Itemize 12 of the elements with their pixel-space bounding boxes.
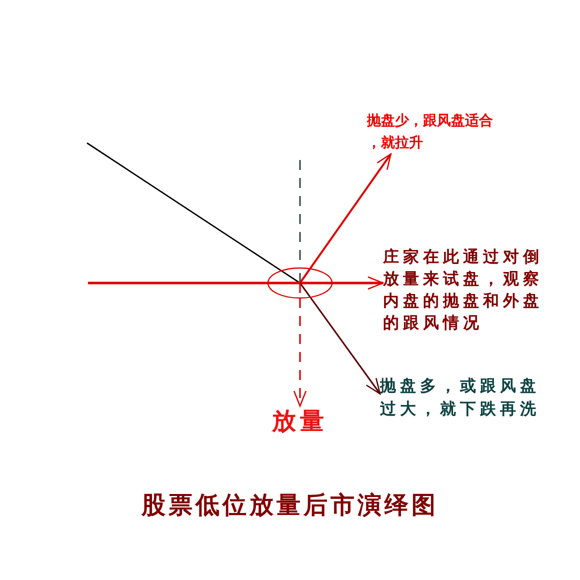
annotation-text: 抛盘多，或跟风盘过大，就下跌再洗 <box>380 375 541 420</box>
annotation-text: 庄家在此通过对倒放量来试盘，观察内盘的抛盘和外盘的跟风情况 <box>383 246 544 334</box>
arrow <box>310 296 381 394</box>
ellipse-marker <box>267 267 333 299</box>
line <box>88 282 268 284</box>
line <box>86 142 282 272</box>
dashed-arrow <box>293 298 307 407</box>
annotation-text: 抛盘少，跟风盘适合，就拉升 <box>367 112 494 153</box>
arrow <box>332 276 384 290</box>
arrow <box>309 153 392 270</box>
diagram-title: 股票低位放量后市演绎图 <box>142 490 438 520</box>
volume-label: 放量 <box>272 406 328 436</box>
